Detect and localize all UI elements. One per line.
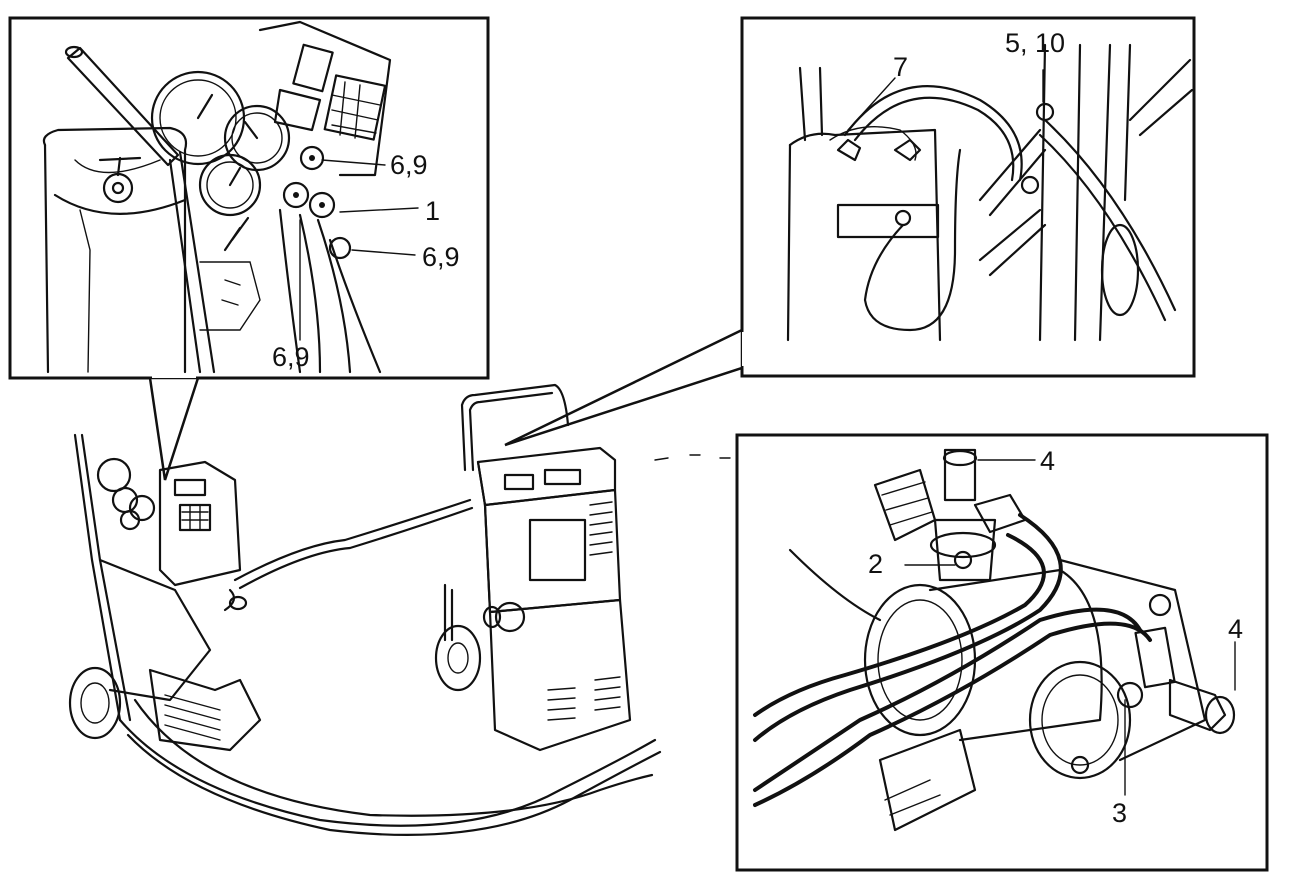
- inset-gauge-manifold: 6,9 1 6,9 6,9: [8, 16, 490, 481]
- label-7: 7: [893, 52, 908, 82]
- label-4-right: 4: [1228, 614, 1243, 644]
- service-hoses: [118, 454, 731, 836]
- manifold-valves: [282, 145, 352, 260]
- label-6-9-top: 6,9: [390, 150, 428, 180]
- label-5-10: 5, 10: [1005, 28, 1065, 58]
- label-4-top: 4: [1040, 446, 1055, 476]
- label-2: 2: [868, 549, 883, 579]
- control-panel: [258, 20, 392, 177]
- trolley-handle: [64, 45, 216, 374]
- inset-station-detail: 7 5, 10: [504, 16, 1196, 447]
- label-3: 3: [1112, 798, 1127, 828]
- recovery-station: [434, 383, 632, 752]
- gauge-trolley: [68, 433, 262, 752]
- label-1: 1: [425, 196, 440, 226]
- label-6-9-bottom: 6,9: [272, 342, 310, 372]
- label-6-9-right: 6,9: [422, 242, 460, 272]
- inset-compressor: 4 2 4 3: [735, 433, 1269, 872]
- pressure-gauges: [150, 70, 291, 217]
- refrigerant-cylinder: [42, 126, 188, 374]
